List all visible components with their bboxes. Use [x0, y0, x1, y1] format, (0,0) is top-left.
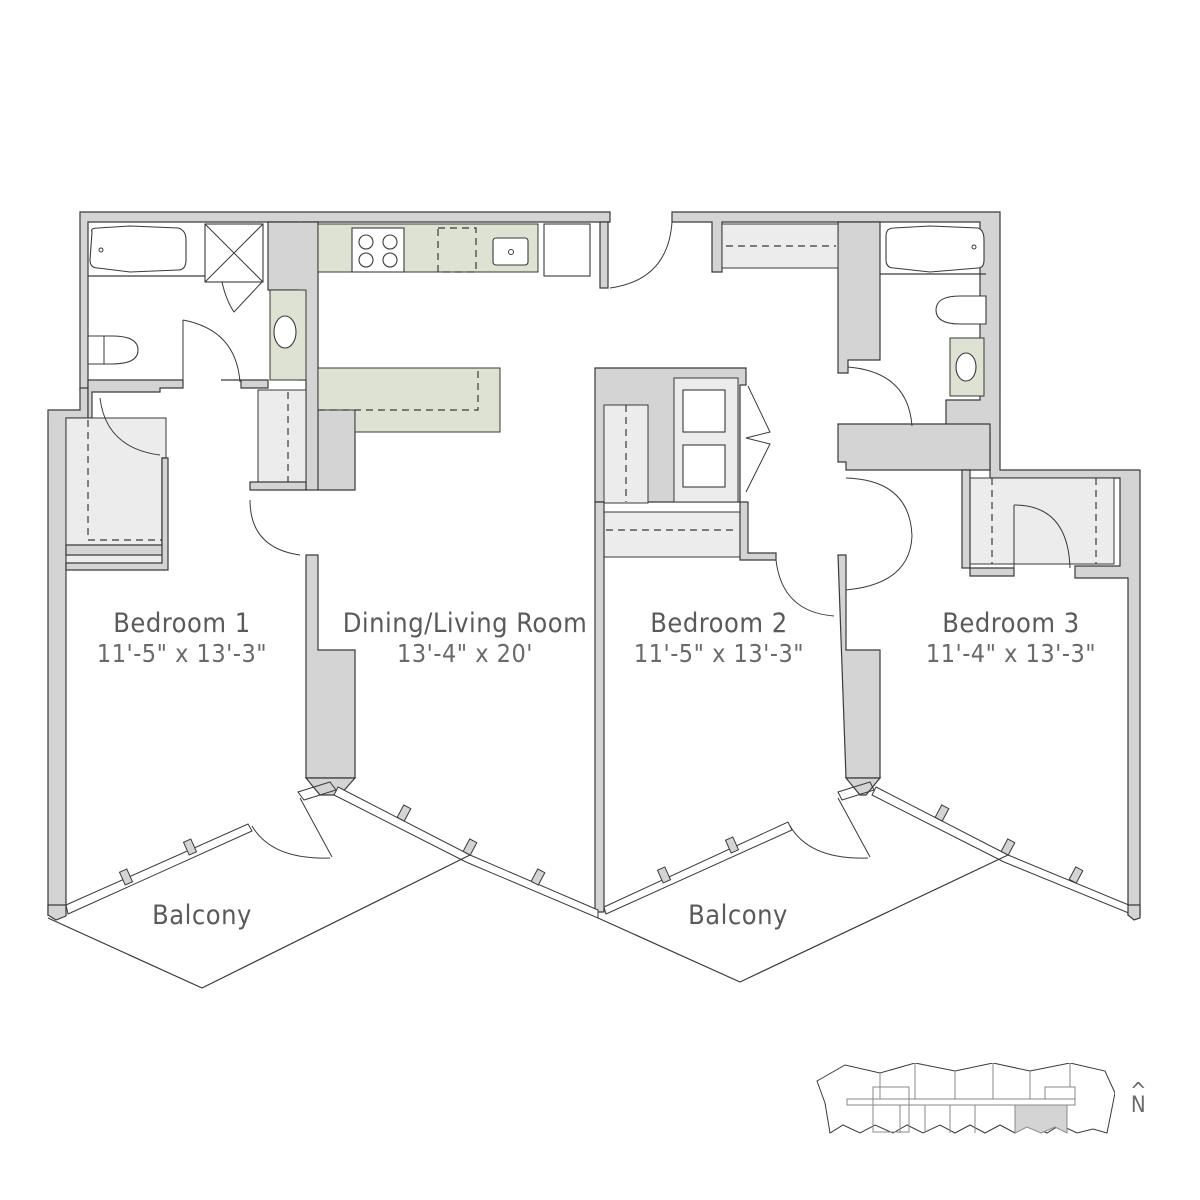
wall-bath-bottom-2 [221, 379, 269, 389]
closet-bedroom-3 [969, 477, 1115, 565]
dryer [682, 444, 726, 488]
room-name: Dining/Living Room [342, 608, 588, 639]
closet-bedroom-1 [65, 417, 167, 564]
toilet-1 [87, 335, 139, 365]
washer [682, 389, 726, 433]
room-label-bedroom-1: Bedroom 1 11'-5" x 13'-3" [97, 608, 267, 668]
key-plan [816, 1063, 1115, 1134]
room-label-bedroom-2: Bedroom 2 11'-5" x 13'-3" [634, 608, 804, 668]
room-name: Bedroom 3 [942, 608, 1080, 639]
balcony-2-outline [597, 854, 1009, 983]
room-name: Bedroom 2 [650, 608, 788, 639]
room-dimensions: 11'-5" x 13'-3" [633, 639, 805, 668]
kitchen-sink [492, 237, 529, 266]
balcony-1-outline [47, 854, 471, 989]
room-dimensions: 11'-5" x 13'-3" [96, 639, 268, 668]
wall-bath-bottom [87, 379, 184, 419]
room-dimensions: 13'-4" x 20' [397, 639, 533, 668]
bathtub-2 [885, 225, 985, 273]
room-name: Bedroom 1 [113, 608, 251, 639]
bathtub-1 [89, 225, 187, 273]
balcony-label-2: Balcony [688, 900, 788, 931]
balcony-label-1: Balcony [152, 900, 252, 931]
refrigerator [543, 223, 591, 277]
room-label-living: Dining/Living Room 13'-4" x 20' [343, 608, 588, 668]
toilet-2 [935, 295, 987, 325]
north-indicator: ^ N [1130, 1079, 1147, 1118]
range-stove [351, 227, 405, 273]
room-label-bedroom-3: Bedroom 3 11'-4" x 13'-3" [926, 608, 1096, 668]
room-dimensions: 11'-4" x 13'-3" [925, 639, 1097, 668]
north-label: N [1130, 1093, 1146, 1118]
wall-bath2 [837, 221, 881, 374]
linen-closet [257, 389, 307, 483]
north-arrow-icon: ^ [1130, 1079, 1147, 1104]
closet-bedroom-2 [603, 511, 741, 558]
key-plan-highlight [1014, 1104, 1068, 1134]
